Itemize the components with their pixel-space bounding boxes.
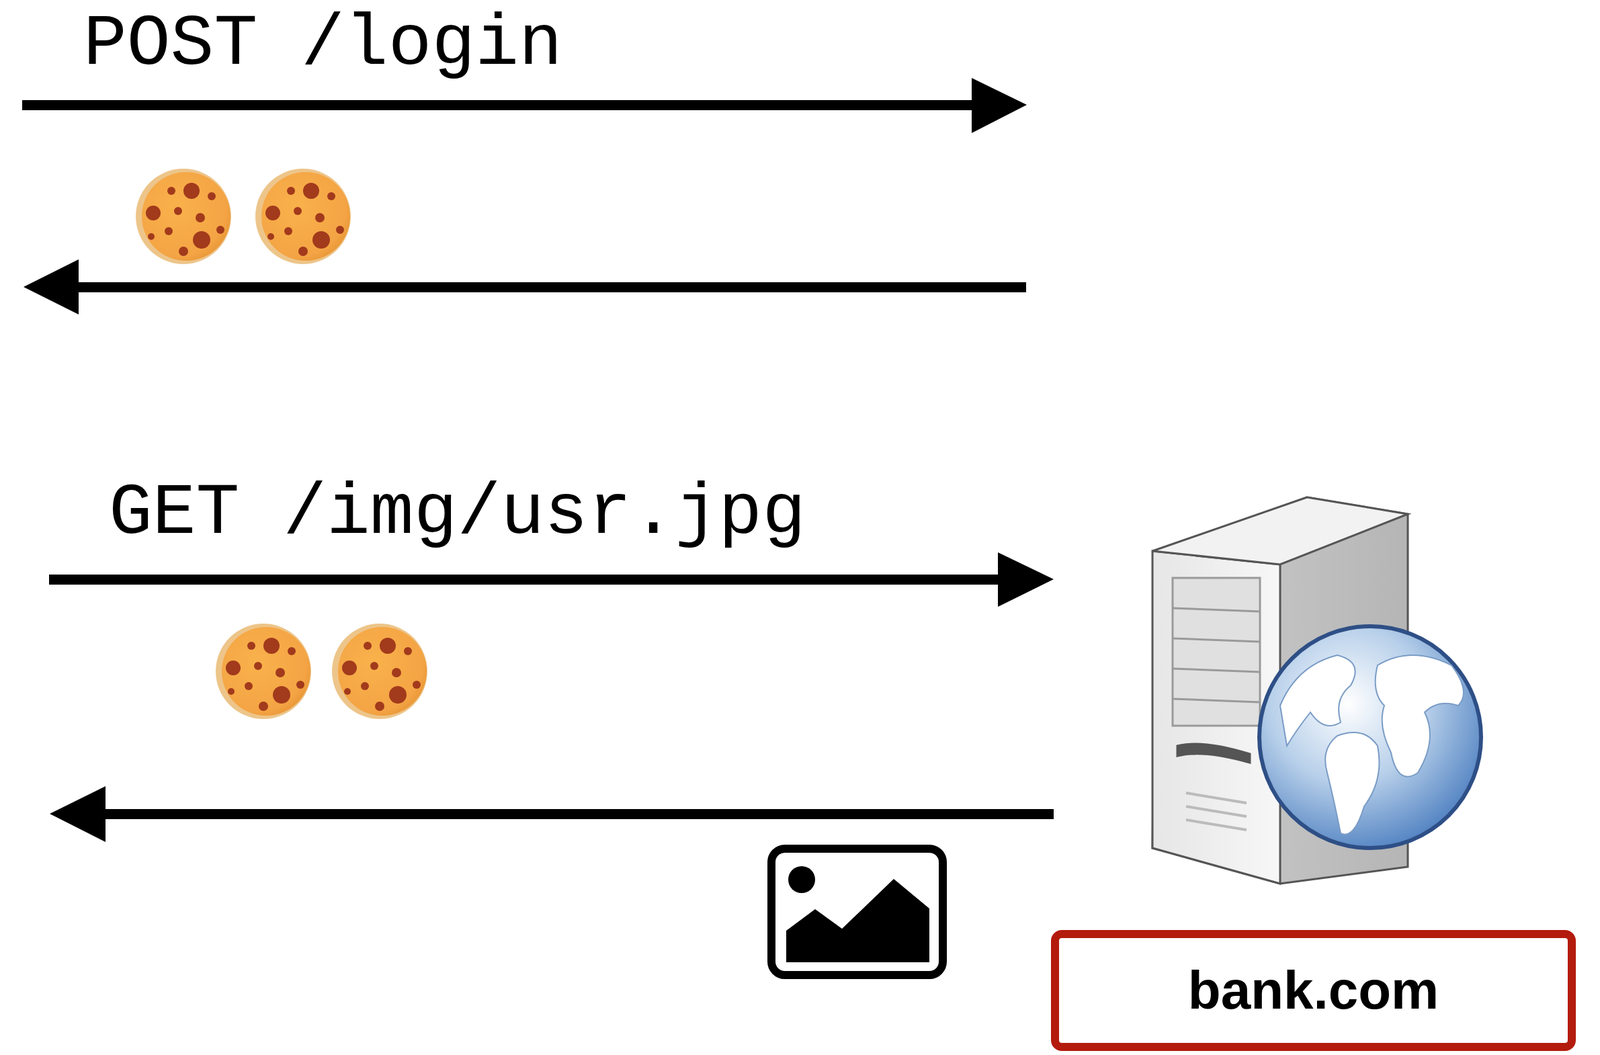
image-icon bbox=[771, 848, 943, 976]
server-icon bbox=[1152, 497, 1482, 884]
host-name: bank.com bbox=[1188, 960, 1439, 1021]
message-arrow bbox=[22, 77, 1054, 842]
host-box: bank.com bbox=[1050, 930, 1576, 1051]
request-label: GET /img/usr.jpg bbox=[108, 477, 806, 550]
request-label: POST /login bbox=[83, 8, 563, 81]
cookie-icon bbox=[135, 168, 428, 720]
